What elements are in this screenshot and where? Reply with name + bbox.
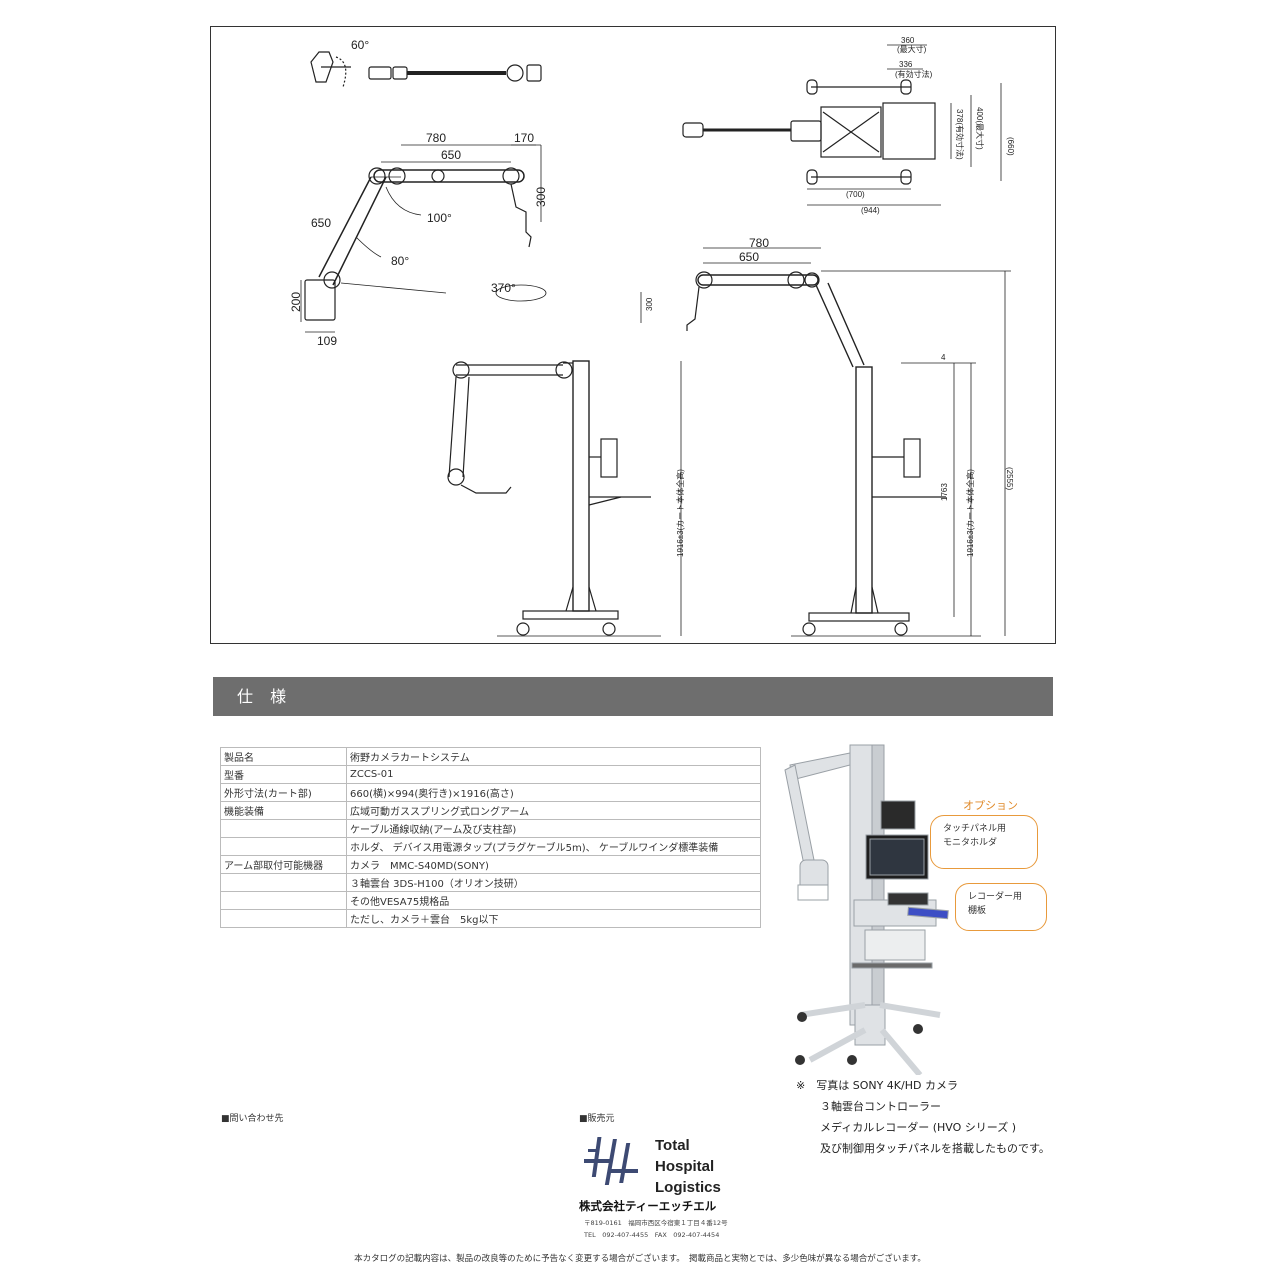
spec-key bbox=[220, 873, 347, 892]
brand-line-3: Logistics bbox=[655, 1179, 721, 1196]
spec-row: ３軸雲台 3DS-H100（オリオン技研） bbox=[220, 873, 761, 892]
dim-660: (660) bbox=[1006, 137, 1015, 156]
spec-value: 術野カメラカートシステム bbox=[346, 747, 761, 766]
company-address: 〒819-0161 福岡市西区今宿東１丁目４番12号 bbox=[584, 1219, 728, 1227]
dealer-heading: ■販売元 bbox=[579, 1114, 615, 1124]
dim-650-b: 650 bbox=[739, 250, 759, 264]
dim-336: 336 bbox=[899, 60, 913, 69]
spec-row: 機能装備広域可動ガススプリング式ロングアーム bbox=[220, 801, 761, 820]
spec-row: アーム部取付可能機器カメラ MMC-S40MD(SONY) bbox=[220, 855, 761, 874]
spec-value: ３軸雲台 3DS-H100（オリオン技研） bbox=[346, 873, 761, 892]
dim-360-note: (最大寸) bbox=[897, 44, 927, 54]
spec-value: カメラ MMC-S40MD(SONY) bbox=[346, 855, 761, 874]
dim-angle-60: 60° bbox=[351, 38, 369, 52]
cart-plan-view bbox=[682, 44, 1002, 206]
dim-1763: 1763 bbox=[940, 483, 949, 501]
dim-370deg: 370° bbox=[491, 281, 516, 295]
spec-value: その他VESA75規格品 bbox=[346, 891, 761, 910]
dim-1916-a: 1916±3(カート本体全高) bbox=[675, 469, 685, 557]
spec-key: 機能装備 bbox=[220, 801, 347, 820]
brand-line-2: Hospital bbox=[655, 1158, 715, 1175]
note-line-3: メディカルレコーダー (HVO シリーズ ) bbox=[820, 1121, 1017, 1134]
dim-300-a: 300 bbox=[534, 187, 548, 207]
spec-key: アーム部取付可能機器 bbox=[220, 855, 347, 874]
note-line-2: ３軸雲台コントローラー bbox=[820, 1100, 941, 1113]
spec-key bbox=[220, 909, 347, 928]
dim-336-note: (有効寸法) bbox=[895, 69, 933, 79]
dim-360: 360 bbox=[901, 36, 915, 45]
company-phone: TEL 092-407-4455 FAX 092-407-4454 bbox=[584, 1231, 720, 1239]
dim-200: 200 bbox=[289, 292, 303, 312]
arm-side-view bbox=[300, 144, 547, 333]
company-address-block: 〒819-0161 福岡市西区今宿東１丁目４番12号 TEL 092-407-4… bbox=[584, 1217, 728, 1241]
callout-shelf-line2: 棚板 bbox=[968, 906, 987, 916]
section-title-bar: 仕 様 bbox=[213, 677, 1053, 716]
spec-row: ケーブル通線収納(アーム及び支柱部) bbox=[220, 819, 761, 838]
spec-key: 製品名 bbox=[220, 747, 347, 766]
company-name: 株式会社ティーエッチエル bbox=[579, 1199, 717, 1213]
cart-side-elevation bbox=[640, 247, 1011, 637]
brand-name: Total Hospital Logistics bbox=[655, 1135, 721, 1198]
product-photo bbox=[770, 735, 1070, 1077]
spec-row: 製品名術野カメラカートシステム bbox=[220, 747, 761, 766]
dim-300-b: 300 bbox=[645, 297, 654, 311]
spec-row: ホルダ、 デバイス用電源タップ(プラグケーブル5m)、 ケーブルワインダ標準装備 bbox=[220, 837, 761, 856]
drawing-svg: 60° 780 170 650 300 100° bbox=[289, 36, 1015, 637]
callout-monitor-holder: タッチパネル用 モニタホルダ bbox=[930, 815, 1038, 869]
technical-drawing: 60° 780 170 650 300 100° bbox=[210, 26, 1056, 644]
callout-shelf: レコーダー用 棚板 bbox=[955, 883, 1047, 931]
option-title: オプション bbox=[963, 799, 1018, 812]
spec-row: その他VESA75規格品 bbox=[220, 891, 761, 910]
spec-key bbox=[220, 819, 347, 838]
spec-value: ホルダ、 デバイス用電源タップ(プラグケーブル5m)、 ケーブルワインダ標準装備 bbox=[346, 837, 761, 856]
photo-notes: ※ 写真は SONY 4K/HD カメラ ３軸雲台コントローラー メディカルレコ… bbox=[796, 1075, 1050, 1159]
dim-4: 4 bbox=[941, 353, 946, 362]
spec-value: 広域可動ガススプリング式ロングアーム bbox=[346, 801, 761, 820]
footer-disclaimer: 本カタログの記載内容は、製品の改良等のために予告なく変更する場合がございます。 … bbox=[354, 1254, 926, 1264]
spec-key: 型番 bbox=[220, 765, 347, 784]
callout-monitor-line1: タッチパネル用 bbox=[943, 824, 1007, 834]
dim-650-side: 650 bbox=[311, 216, 331, 230]
dim-1916-b: 1916±3(カート本体全高) bbox=[965, 469, 975, 557]
dim-80deg: 80° bbox=[391, 254, 409, 268]
spec-row: ただし、カメラ＋雲台 5kg以下 bbox=[220, 909, 761, 928]
note-line-4: 及び制御用タッチパネルを搭載したものです。 bbox=[820, 1142, 1050, 1155]
dim-170: 170 bbox=[514, 131, 534, 145]
spec-value: 660(横)×994(奥行き)×1916(高さ) bbox=[346, 783, 761, 802]
dim-780-b: 780 bbox=[749, 236, 769, 250]
spec-value: ケーブル通線収納(アーム及び支柱部) bbox=[346, 819, 761, 838]
callout-monitor-line2: モニタホルダ bbox=[943, 838, 998, 848]
spec-value: ZCCS-01 bbox=[346, 765, 761, 784]
dim-109: 109 bbox=[317, 334, 337, 348]
arm-top-view bbox=[310, 51, 542, 88]
contact-heading: ■問い合わせ先 bbox=[221, 1114, 284, 1124]
callout-shelf-line1: レコーダー用 bbox=[968, 892, 1023, 902]
spec-key: 外形寸法(カート部) bbox=[220, 783, 347, 802]
dim-400: 400(最大寸) bbox=[975, 107, 985, 150]
dim-700: (700) bbox=[846, 190, 865, 199]
company-logo bbox=[584, 1133, 654, 1193]
dim-100deg: 100° bbox=[427, 211, 452, 225]
dim-650-a: 650 bbox=[441, 148, 461, 162]
spec-key bbox=[220, 891, 347, 910]
spec-row: 外形寸法(カート部)660(横)×994(奥行き)×1916(高さ) bbox=[220, 783, 761, 802]
dim-780-a: 780 bbox=[426, 131, 446, 145]
dim-378: 378(有効寸法) bbox=[955, 109, 965, 160]
spec-value: ただし、カメラ＋雲台 5kg以下 bbox=[346, 909, 761, 928]
spec-key bbox=[220, 837, 347, 856]
dim-944: (944) bbox=[861, 206, 880, 215]
note-line-1: ※ 写真は SONY 4K/HD カメラ bbox=[796, 1079, 958, 1092]
brand-line-1: Total bbox=[655, 1137, 690, 1154]
cart-front-elevation bbox=[447, 360, 682, 637]
dim-2555: (2555) bbox=[1005, 467, 1014, 490]
